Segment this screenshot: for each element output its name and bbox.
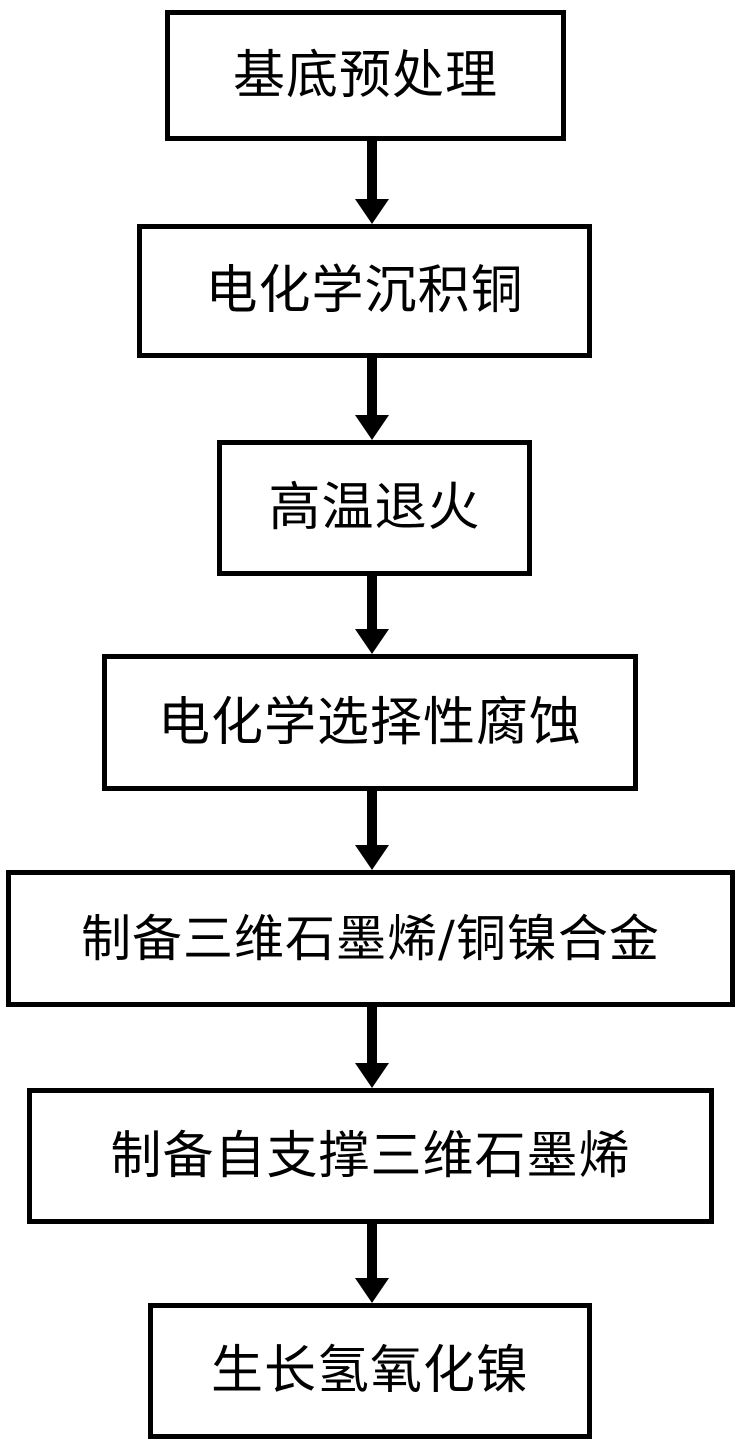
flowchart-node-step-3[interactable]: 高温退火	[217, 440, 532, 576]
connector-line	[367, 358, 377, 415]
connector-line	[367, 1007, 377, 1063]
flowchart-node-step-2[interactable]: 电化学沉积铜	[137, 224, 592, 358]
flowchart-node-step-5[interactable]: 制备三维石墨烯/铜镍合金	[6, 870, 735, 1007]
arrow-down-icon	[355, 845, 389, 870]
flowchart-node-label: 基底预处理	[232, 45, 498, 106]
flowchart-node-step-1[interactable]: 基底预处理	[165, 10, 566, 141]
connector-line	[367, 791, 377, 845]
flowchart-node-label: 制备自支撑三维石墨烯	[110, 1126, 631, 1186]
flowchart-node-label: 电化学沉积铜	[205, 261, 524, 321]
arrow-down-icon	[355, 629, 389, 654]
flowchart-node-label: 高温退火	[268, 478, 481, 538]
flowchart-node-label: 制备三维石墨烯/铜镍合金	[81, 909, 660, 968]
flowchart-node-step-4[interactable]: 电化学选择性腐蚀	[102, 654, 638, 791]
connector-line	[367, 141, 377, 199]
flowchart-node-step-7[interactable]: 生长氢氧化镍	[148, 1303, 592, 1439]
arrow-down-icon	[355, 199, 389, 224]
connector-line	[367, 1224, 377, 1278]
arrow-down-icon	[355, 1063, 389, 1088]
arrow-down-icon	[355, 1278, 389, 1303]
arrow-down-icon	[355, 415, 389, 440]
flowchart-node-label: 电化学选择性腐蚀	[157, 692, 582, 753]
connector-line	[367, 576, 377, 629]
flowchart-node-label: 生长氢氧化镍	[210, 1341, 529, 1401]
flowchart-node-step-6[interactable]: 制备自支撑三维石墨烯	[27, 1088, 714, 1224]
